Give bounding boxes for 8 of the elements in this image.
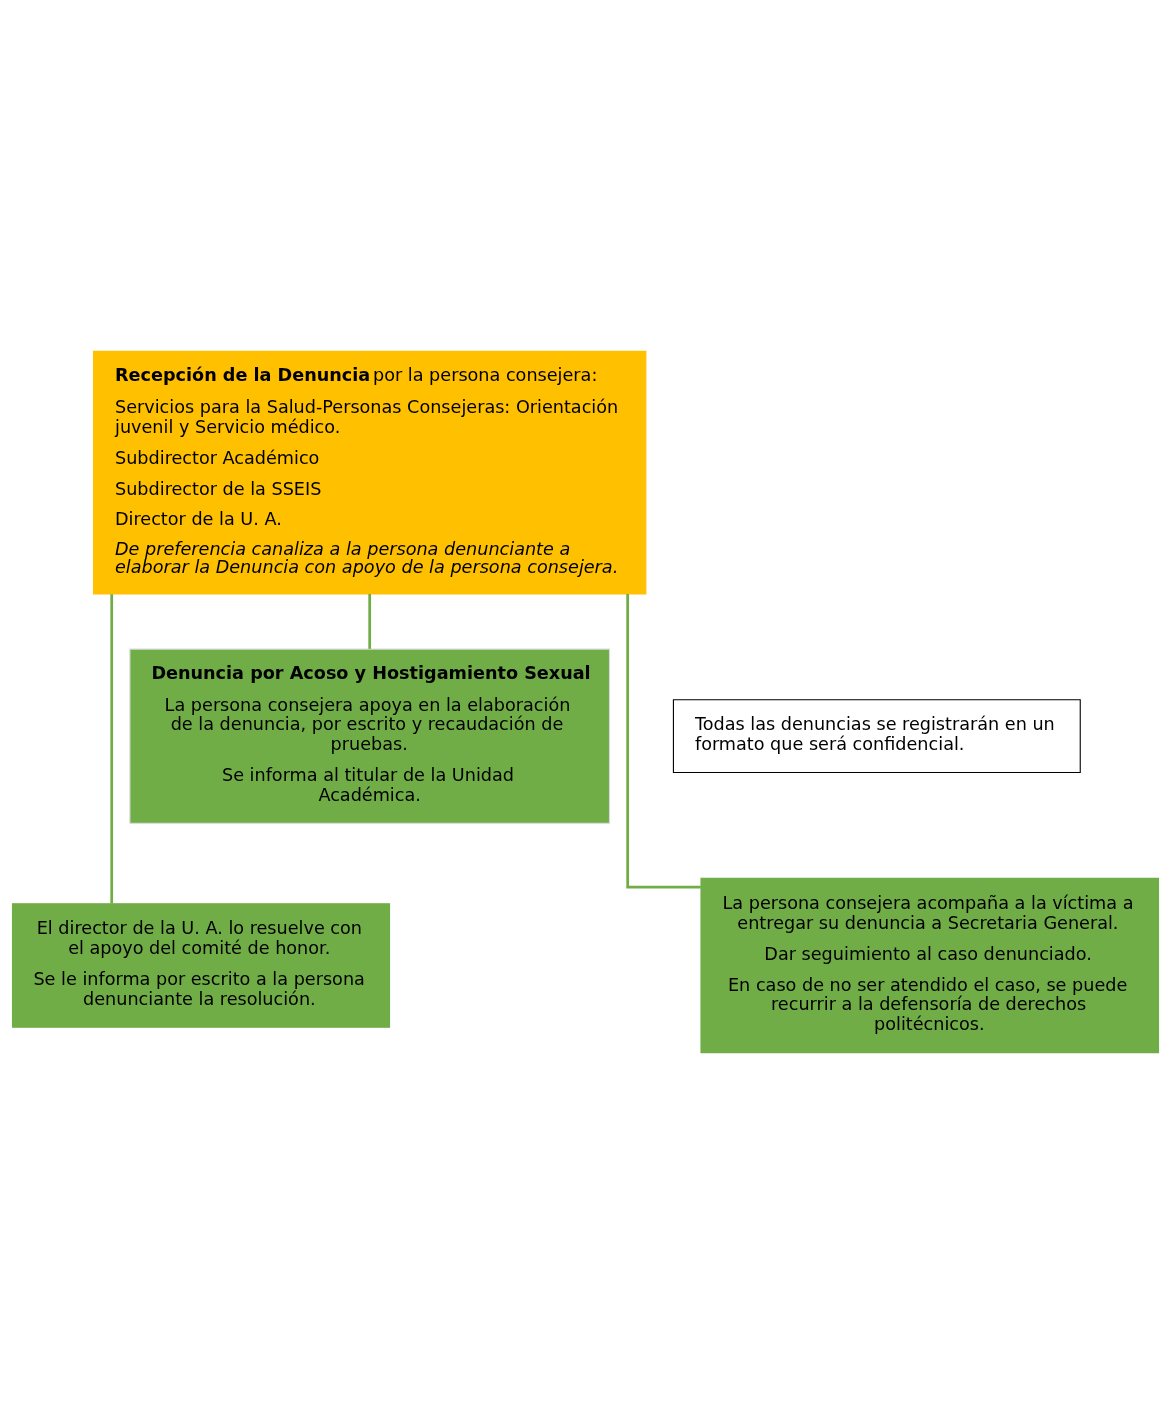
connector: [626, 593, 701, 889]
node-box: Todas las denuncias se registrarán en un formato que será confidencial.: [672, 698, 1081, 773]
connector: [368, 593, 372, 649]
node-box: Denuncia por Acoso y Hostigamiento Sexual La persona consejera apoya en la elaboración de la denuncia, por escrito y recaudación de pruebas. Se informa al titular de la Unidad Académica.: [129, 648, 611, 824]
connector: [110, 593, 114, 903]
node-box: La persona consejera acompaña a la víctima a entregar su denuncia a Secretaria General. Dar seguimiento al caso denunciado. En caso de no ser atendido el caso, se puede recurrir a la defensoría de derechos politécnicos.: [700, 877, 1160, 1053]
node-box: El director de la U. A. lo resuelve con el apoyo del comité de honor. Se le informa por escrito a la persona denunciante la resolución.: [11, 902, 391, 1028]
node-box: Recepción de la Denuncia por la persona consejera: Servicios para la Salud-Personas Consejeras: Orientación juvenil y Servicio médico. Subdirector Académico Subdirector de la SSEIS Director de la U. A. De preferencia canaliza a la persona denunciante a elaborar la Denuncia con apoyo de la persona consejera.: [92, 350, 647, 594]
